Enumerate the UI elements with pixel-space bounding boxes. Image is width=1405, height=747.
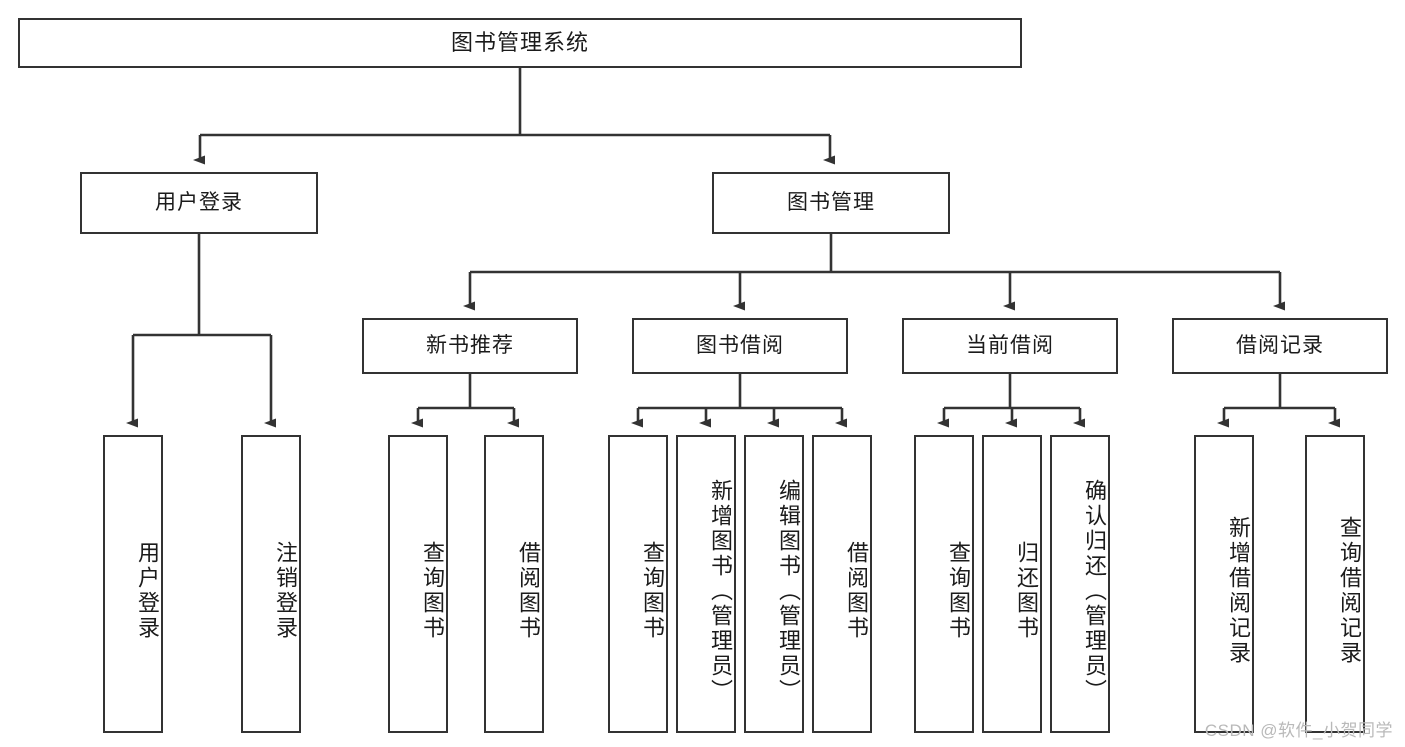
leaf-borrow-book-1-label: 借阅图书 [516, 541, 541, 641]
node-user-login-label: 用户登录 [155, 191, 243, 215]
node-book-manage[interactable]: 图书管理 [712, 172, 950, 234]
leaf-return-book-label: 归还图书 [1014, 541, 1039, 641]
node-root[interactable]: 图书管理系统 [18, 18, 1022, 68]
leaf-query-book-1[interactable]: 查询图书 [388, 435, 448, 733]
leaf-borrow-book-2-label: 借阅图书 [844, 541, 869, 641]
leaf-confirm-return-admin[interactable]: 确认归还（管理员） [1050, 435, 1110, 733]
leaf-add-book-admin-label: 新增图书（管理员） [708, 478, 733, 704]
leaf-confirm-return-admin-label: 确认归还（管理员） [1082, 478, 1107, 704]
leaf-return-book[interactable]: 归还图书 [982, 435, 1042, 733]
node-new-book-recommend[interactable]: 新书推荐 [362, 318, 578, 374]
csdn-watermark: CSDN @软件_小贺同学 [1204, 721, 1393, 740]
leaf-user-login-label: 用户登录 [135, 541, 160, 641]
leaf-add-borrow-record[interactable]: 新增借阅记录 [1194, 435, 1254, 733]
node-borrow-record-label: 借阅记录 [1236, 334, 1324, 358]
node-new-book-recommend-label: 新书推荐 [426, 334, 514, 358]
node-book-manage-label: 图书管理 [787, 191, 875, 215]
leaf-borrow-book-2[interactable]: 借阅图书 [812, 435, 872, 733]
leaf-query-borrow-record[interactable]: 查询借阅记录 [1305, 435, 1365, 733]
leaf-add-book-admin[interactable]: 新增图书（管理员） [676, 435, 736, 733]
leaf-borrow-book-1[interactable]: 借阅图书 [484, 435, 544, 733]
leaf-query-book-1-label: 查询图书 [420, 541, 445, 641]
node-book-borrow-label: 图书借阅 [696, 334, 784, 358]
leaf-add-borrow-record-label: 新增借阅记录 [1226, 516, 1251, 666]
leaf-edit-book-admin[interactable]: 编辑图书（管理员） [744, 435, 804, 733]
leaf-logout-label: 注销登录 [273, 541, 298, 641]
node-book-borrow[interactable]: 图书借阅 [632, 318, 848, 374]
leaf-query-book-2-label: 查询图书 [640, 541, 665, 641]
leaf-query-book-3[interactable]: 查询图书 [914, 435, 974, 733]
node-borrow-record[interactable]: 借阅记录 [1172, 318, 1388, 374]
node-root-label: 图书管理系统 [450, 29, 589, 55]
leaf-edit-book-admin-label: 编辑图书（管理员） [776, 478, 801, 704]
node-current-borrow-label: 当前借阅 [966, 334, 1054, 358]
leaf-query-borrow-record-label: 查询借阅记录 [1337, 516, 1362, 666]
node-current-borrow[interactable]: 当前借阅 [902, 318, 1118, 374]
node-user-login[interactable]: 用户登录 [80, 172, 318, 234]
leaf-logout[interactable]: 注销登录 [241, 435, 301, 733]
leaf-user-login[interactable]: 用户登录 [103, 435, 163, 733]
leaf-query-book-2[interactable]: 查询图书 [608, 435, 668, 733]
leaf-query-book-3-label: 查询图书 [946, 541, 971, 641]
